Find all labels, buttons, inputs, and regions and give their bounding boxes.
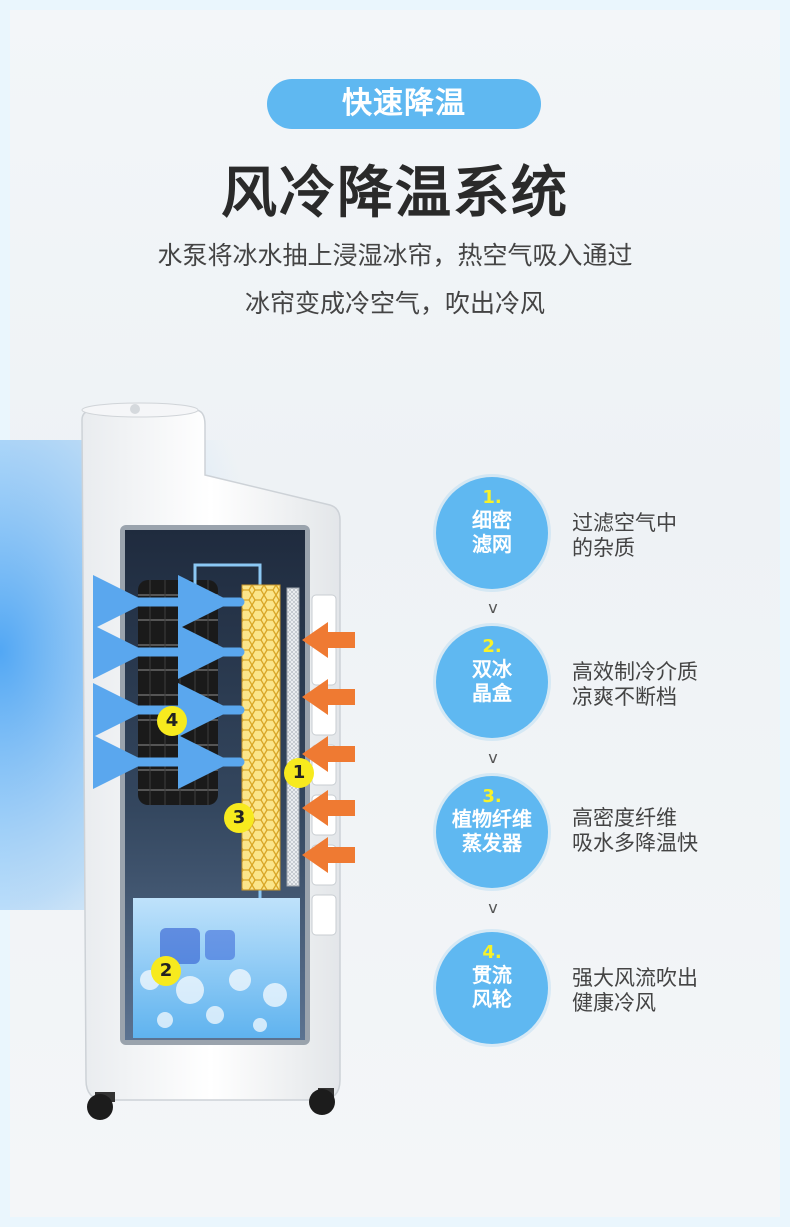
feature-2-name-line-2: 晶盒 [472, 681, 512, 705]
feature-2-circle: 2. 双冰 晶盒 [436, 626, 548, 738]
feature-4-name-line-2: 风轮 [472, 987, 512, 1011]
callout-ice-box: 2 [151, 956, 181, 986]
air-cooler-cutaway-illustration [0, 402, 355, 1120]
callout-evaporator: 3 [224, 803, 254, 833]
feature-3-number: 3. [482, 786, 502, 807]
description-line-2: 冰帘变成冷空气，吹出冷风 [244, 289, 545, 318]
feature-4-description: 强大风流吹出 健康冷风 [572, 966, 742, 1016]
feature-4-number: 4. [482, 942, 502, 963]
feature-3-name-line-2: 蒸发器 [462, 831, 522, 855]
feature-2-desc-line-1: 高效制冷介质 [572, 660, 698, 684]
feature-3-circle: 3. 植物纤维 蒸发器 [436, 776, 548, 888]
description-line-1: 水泵将冰水抽上浸湿冰帘，热空气吸入通过 [157, 241, 633, 270]
feature-2-description: 高效制冷介质 凉爽不断档 [572, 660, 742, 710]
feature-3-desc-line-2: 吸水多降温快 [572, 831, 698, 855]
chevron-down-icon: v [488, 748, 498, 767]
feature-2-number: 2. [482, 636, 502, 657]
chevron-down-icon: v [488, 898, 498, 917]
feature-2-desc-line-2: 凉爽不断档 [572, 685, 677, 709]
feature-3-desc-line-1: 高密度纤维 [572, 806, 677, 830]
page-title: 风冷降温系统 [221, 161, 569, 226]
feature-1-name-line-2: 滤网 [472, 532, 512, 556]
feature-1-description: 过滤空气中 的杂质 [572, 511, 742, 561]
feature-3-description: 高密度纤维 吸水多降温快 [572, 806, 742, 856]
feature-1-desc-line-2: 的杂质 [572, 536, 635, 560]
feature-4-desc-line-1: 强大风流吹出 [572, 966, 698, 990]
feature-2-name-line-1: 双冰 [472, 657, 512, 681]
feature-4-desc-line-2: 健康冷风 [572, 991, 656, 1015]
callout-fan: 4 [157, 706, 187, 736]
feature-1-circle: 1. 细密 滤网 [436, 477, 548, 589]
feature-1-number: 1. [482, 487, 502, 508]
feature-1-desc-line-1: 过滤空气中 [572, 511, 677, 535]
feature-3-name-line-1: 植物纤维 [452, 807, 532, 831]
callout-filter: 1 [284, 758, 314, 788]
feature-1-name-line-1: 细密 [472, 508, 512, 532]
chevron-down-icon: v [488, 598, 498, 617]
feature-4-circle: 4. 贯流 风轮 [436, 932, 548, 1044]
feature-4-name-line-1: 贯流 [472, 963, 512, 987]
section-badge: 快速降温 [267, 79, 541, 129]
